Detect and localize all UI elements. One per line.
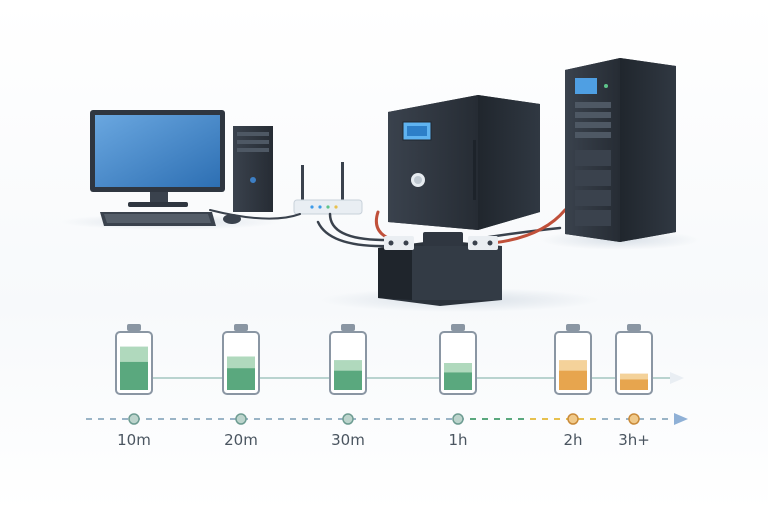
timeline-marker xyxy=(342,413,354,425)
timeline-label: 10m xyxy=(117,431,151,449)
timeline-label: 2h xyxy=(563,431,583,449)
timeline-marker xyxy=(567,413,579,425)
keyboard-icon xyxy=(100,212,216,226)
wifi-router-icon xyxy=(293,162,363,215)
battery-icon xyxy=(329,324,367,395)
server-rack-icon xyxy=(565,58,676,242)
battery-icon xyxy=(554,324,592,395)
monitor-icon xyxy=(90,110,225,207)
battery-icon xyxy=(115,324,153,395)
timeline-marker xyxy=(452,413,464,425)
battery-icon xyxy=(222,324,260,395)
timeline-marker xyxy=(235,413,247,425)
timeline-label: 30m xyxy=(331,431,365,449)
battery-icon xyxy=(439,324,477,395)
timeline-label: 3h+ xyxy=(618,431,650,449)
runtime-timeline xyxy=(86,324,688,425)
timeline-marker xyxy=(128,413,140,425)
battery-pack xyxy=(378,232,502,306)
timeline-label: 1h xyxy=(448,431,468,449)
timeline-label: 20m xyxy=(224,431,258,449)
ups-icon xyxy=(388,95,540,230)
timeline-marker xyxy=(628,413,640,425)
battery-icon xyxy=(615,324,653,395)
desktop-tower-icon xyxy=(233,126,273,212)
